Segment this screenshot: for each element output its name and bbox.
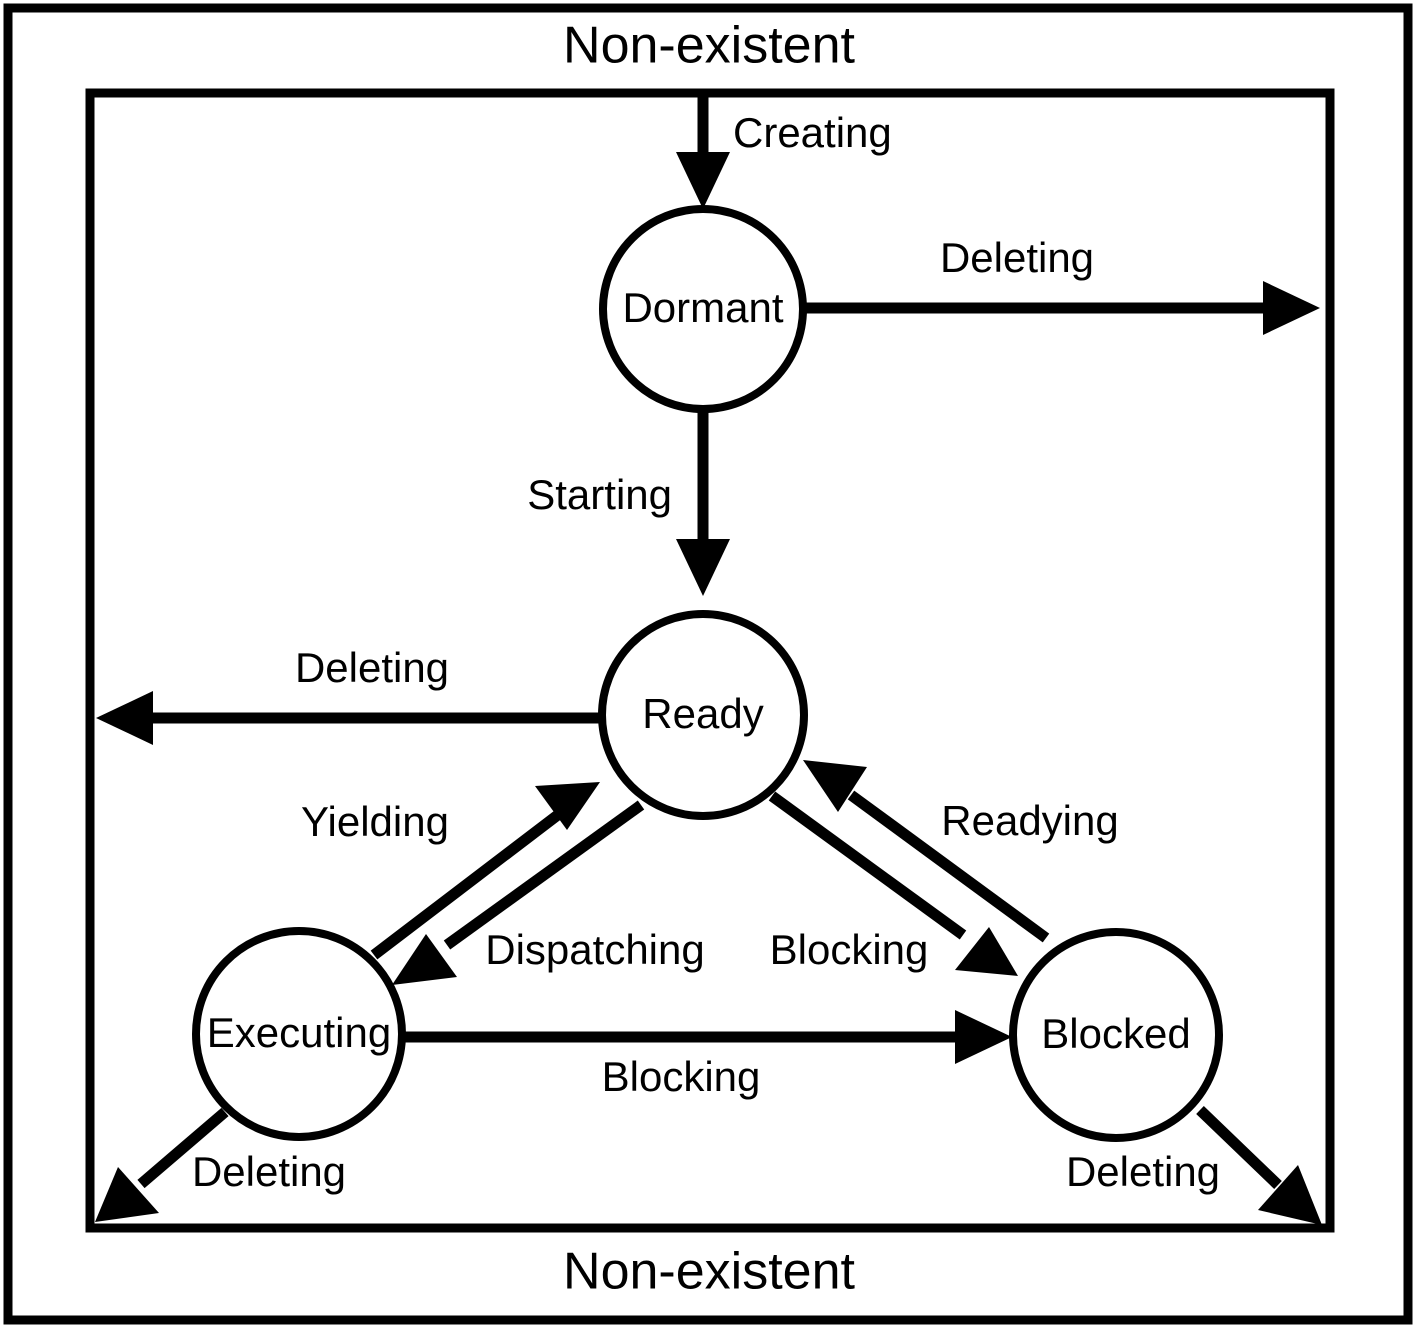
blocked-deleting-line	[1196, 1106, 1282, 1189]
dormant-deleting-arrowhead	[1263, 281, 1320, 335]
region-label-top: Non-existent	[563, 17, 855, 75]
label-creating: Creating	[733, 109, 892, 156]
state-node-blocked[interactable]: Blocked	[1009, 928, 1223, 1142]
ready-label: Ready	[642, 690, 763, 737]
blocked-circle[interactable]	[1009, 928, 1223, 1142]
transition-blocked-deleting	[1196, 1106, 1322, 1225]
state-node-dormant[interactable]: Dormant	[599, 205, 807, 413]
label-dormant-deleting: Deleting	[940, 234, 1094, 281]
creating-arrowhead	[676, 152, 730, 209]
ready-circle[interactable]	[598, 610, 808, 820]
blocked-label: Blocked	[1041, 1010, 1190, 1057]
label-ready-deleting: Deleting	[295, 644, 449, 691]
label-yielding: Yielding	[301, 798, 449, 845]
exec-blocking-arrowhead	[955, 1010, 1012, 1064]
label-exec-deleting: Deleting	[192, 1148, 346, 1195]
dispatching-line	[443, 800, 645, 950]
yielding-arrowhead	[535, 782, 600, 830]
readying-arrowhead	[803, 760, 867, 812]
state-node-ready[interactable]: Ready	[598, 610, 808, 820]
yielding-line	[370, 806, 567, 960]
starting-arrowhead	[676, 539, 730, 596]
label-readying: Readying	[941, 797, 1118, 844]
outer-frame	[3, 3, 1413, 1325]
region-label-bottom: Non-existent	[563, 1243, 855, 1301]
transition-readying	[803, 760, 1050, 943]
transition-exec-deleting	[95, 1107, 229, 1222]
exec-deleting-arrowhead	[95, 1167, 159, 1222]
transition-ready-deleting	[96, 691, 602, 745]
transition-creating	[676, 93, 730, 209]
dormant-circle[interactable]	[599, 205, 807, 413]
transition-ready-blocking	[768, 791, 1018, 976]
executing-circle[interactable]	[192, 927, 406, 1141]
state-node-executing[interactable]: Executing	[192, 927, 406, 1141]
dispatching-arrowhead	[392, 934, 457, 985]
ready-deleting-arrowhead	[96, 691, 153, 745]
exec-deleting-line	[137, 1107, 229, 1189]
inner-existent-box	[85, 88, 1335, 1233]
dormant-label: Dormant	[622, 284, 783, 331]
label-blocked-deleting: Deleting	[1066, 1148, 1220, 1195]
ready-blocking-line	[768, 791, 967, 940]
label-exec-blocking: Blocking	[602, 1053, 761, 1100]
blocked-deleting-arrowhead	[1258, 1165, 1322, 1225]
ready-blocking-arrowhead	[955, 927, 1018, 976]
executing-label: Executing	[207, 1009, 391, 1056]
label-dispatching: Dispatching	[485, 926, 704, 973]
readying-line	[847, 790, 1050, 943]
transition-exec-blocking	[403, 1010, 1012, 1064]
label-ready-blocking: Blocking	[770, 926, 929, 973]
transition-starting	[676, 410, 730, 596]
transition-yielding	[370, 782, 600, 960]
label-starting: Starting	[527, 471, 672, 518]
transition-dormant-deleting	[805, 281, 1320, 335]
transition-dispatching	[392, 800, 645, 985]
